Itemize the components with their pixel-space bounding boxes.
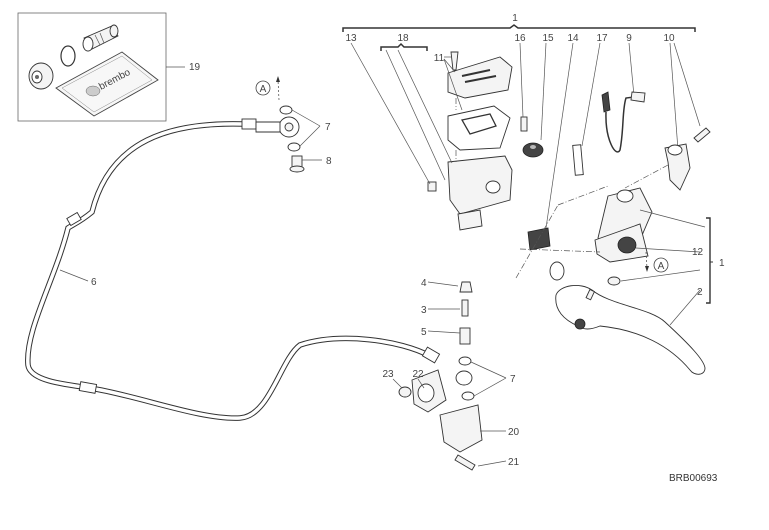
pin-17 — [572, 144, 584, 176]
ref-marker-a-lower — [653, 257, 669, 273]
nut-lower — [607, 276, 621, 286]
banjo-eye-lower — [455, 370, 473, 386]
bleed-cap-4 — [459, 281, 473, 293]
callout-7-top: 7 — [325, 122, 331, 133]
reservoir-cap — [447, 56, 513, 99]
callout-23: 23 — [382, 369, 394, 380]
leader-6 — [59, 269, 89, 282]
callout-13: 13 — [345, 33, 357, 44]
callout-9: 9 — [626, 33, 632, 44]
boot-14 — [527, 227, 551, 251]
callout-8: 8 — [326, 156, 332, 167]
ref-marker-a-upper — [255, 80, 271, 96]
hose-sleeve-lower — [78, 381, 98, 394]
washer-7-upper-b — [287, 142, 301, 152]
callout-labels: 1 1 2 3 4 5 6 7 7 8 9 10 11 12 13 14 15 … — [91, 13, 725, 468]
repair-kit-box: brembo — [17, 12, 185, 122]
callout-12: 12 — [692, 247, 704, 258]
hose-fitting-bottom — [421, 346, 441, 364]
callout-20: 20 — [508, 427, 520, 438]
screw-11 — [450, 51, 459, 71]
banjo-upper-assembly: A — [255, 76, 322, 173]
hose-fittings — [519, 42, 701, 251]
callout-5: 5 — [421, 327, 427, 338]
bolt-21 — [454, 454, 476, 471]
ref-marker-a-lower-label: A — [658, 261, 665, 272]
clamp-10 — [664, 143, 691, 191]
washer-7-upper-a — [279, 105, 293, 115]
banjo-bolt-5 — [459, 327, 471, 345]
callout-21: 21 — [508, 457, 520, 468]
bracket-1-right — [706, 217, 713, 304]
callout-1-right: 1 — [719, 258, 725, 269]
switch-connector-9 — [601, 91, 611, 113]
kit-seal-cap — [28, 62, 54, 90]
slave-cylinder-assembly — [392, 281, 507, 471]
reservoir-assembly — [350, 42, 513, 231]
lever-bracket-assembly: A — [515, 91, 711, 286]
clamp-bolt-10 — [693, 127, 711, 143]
callout-19: 19 — [189, 62, 201, 73]
callout-1-top: 1 — [512, 13, 518, 24]
kit-piston — [82, 24, 119, 52]
slave-cylinder-body-20 — [439, 404, 483, 453]
callout-14: 14 — [567, 33, 579, 44]
callout-22: 22 — [412, 369, 424, 380]
washer-7-lower-a — [458, 356, 472, 366]
bushing — [549, 261, 565, 281]
callout-3: 3 — [421, 305, 427, 316]
hose-sleeve-upper — [66, 211, 82, 227]
grommet-15 — [522, 142, 544, 158]
callout-11: 11 — [434, 53, 445, 64]
callout-15: 15 — [542, 33, 554, 44]
lever-pivot-nut — [574, 318, 586, 330]
kit-instruction-card: brembo — [55, 51, 159, 117]
callout-2: 2 — [697, 287, 703, 298]
kit-circlip — [60, 45, 76, 67]
reservoir-diaphragm — [447, 105, 511, 151]
callout-7-bottom: 7 — [510, 374, 516, 385]
brace-18 — [380, 42, 428, 51]
callout-10: 10 — [663, 33, 675, 44]
bleed-valve-3 — [461, 299, 469, 317]
clutch-hose — [25, 118, 441, 421]
brembo-logo-icon — [85, 85, 101, 97]
washer-7-lower-b — [461, 391, 475, 401]
reservoir-body — [447, 155, 513, 215]
clutch-lever-2 — [549, 261, 706, 375]
hose-fitting-top — [241, 118, 257, 130]
fitting-16 — [520, 116, 528, 132]
seal-23 — [398, 386, 412, 398]
grommet-13 — [427, 181, 437, 192]
drawing-code: BRB00693 — [669, 473, 718, 484]
callout-17: 17 — [596, 33, 608, 44]
callout-18: 18 — [397, 33, 409, 44]
ref-marker-a-upper-label: A — [260, 84, 267, 95]
assembly-brace-1 — [342, 24, 696, 32]
callout-6: 6 — [91, 277, 97, 288]
adjuster-12 — [617, 236, 637, 254]
callout-4: 4 — [421, 278, 427, 289]
callout-16: 16 — [514, 33, 526, 44]
